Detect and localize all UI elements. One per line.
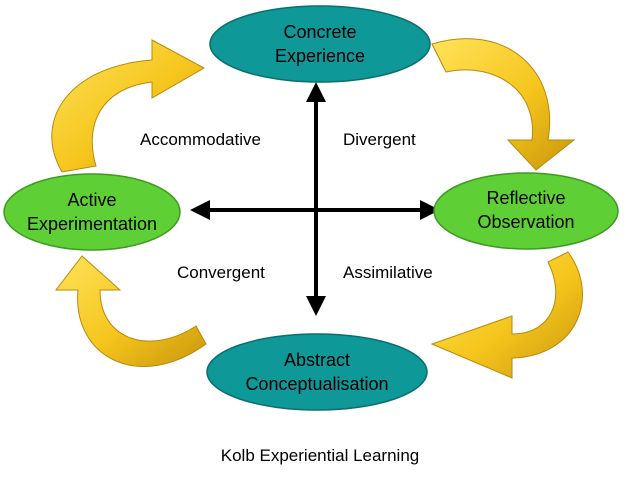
diagram-caption: Kolb Experiential Learning [220, 446, 420, 465]
active-experimentation-node [3, 173, 181, 251]
quadrant-accommodative: Accommodative [140, 130, 261, 149]
quadrant-convergent: Convergent [177, 263, 265, 282]
abstract-conceptualisation-node [206, 333, 428, 411]
cycle-arrow-bottom-left [54, 255, 207, 367]
reflective-observation-node [433, 172, 619, 250]
cycle-arrow-top-left [51, 39, 206, 173]
quadrant-assimilative: Assimilative [343, 263, 433, 282]
cycle-arrow-top-right [431, 38, 576, 171]
concrete-experience-node [209, 5, 431, 83]
cycle-arrow-bottom-right [430, 251, 583, 379]
quadrant-divergent: Divergent [343, 130, 416, 149]
